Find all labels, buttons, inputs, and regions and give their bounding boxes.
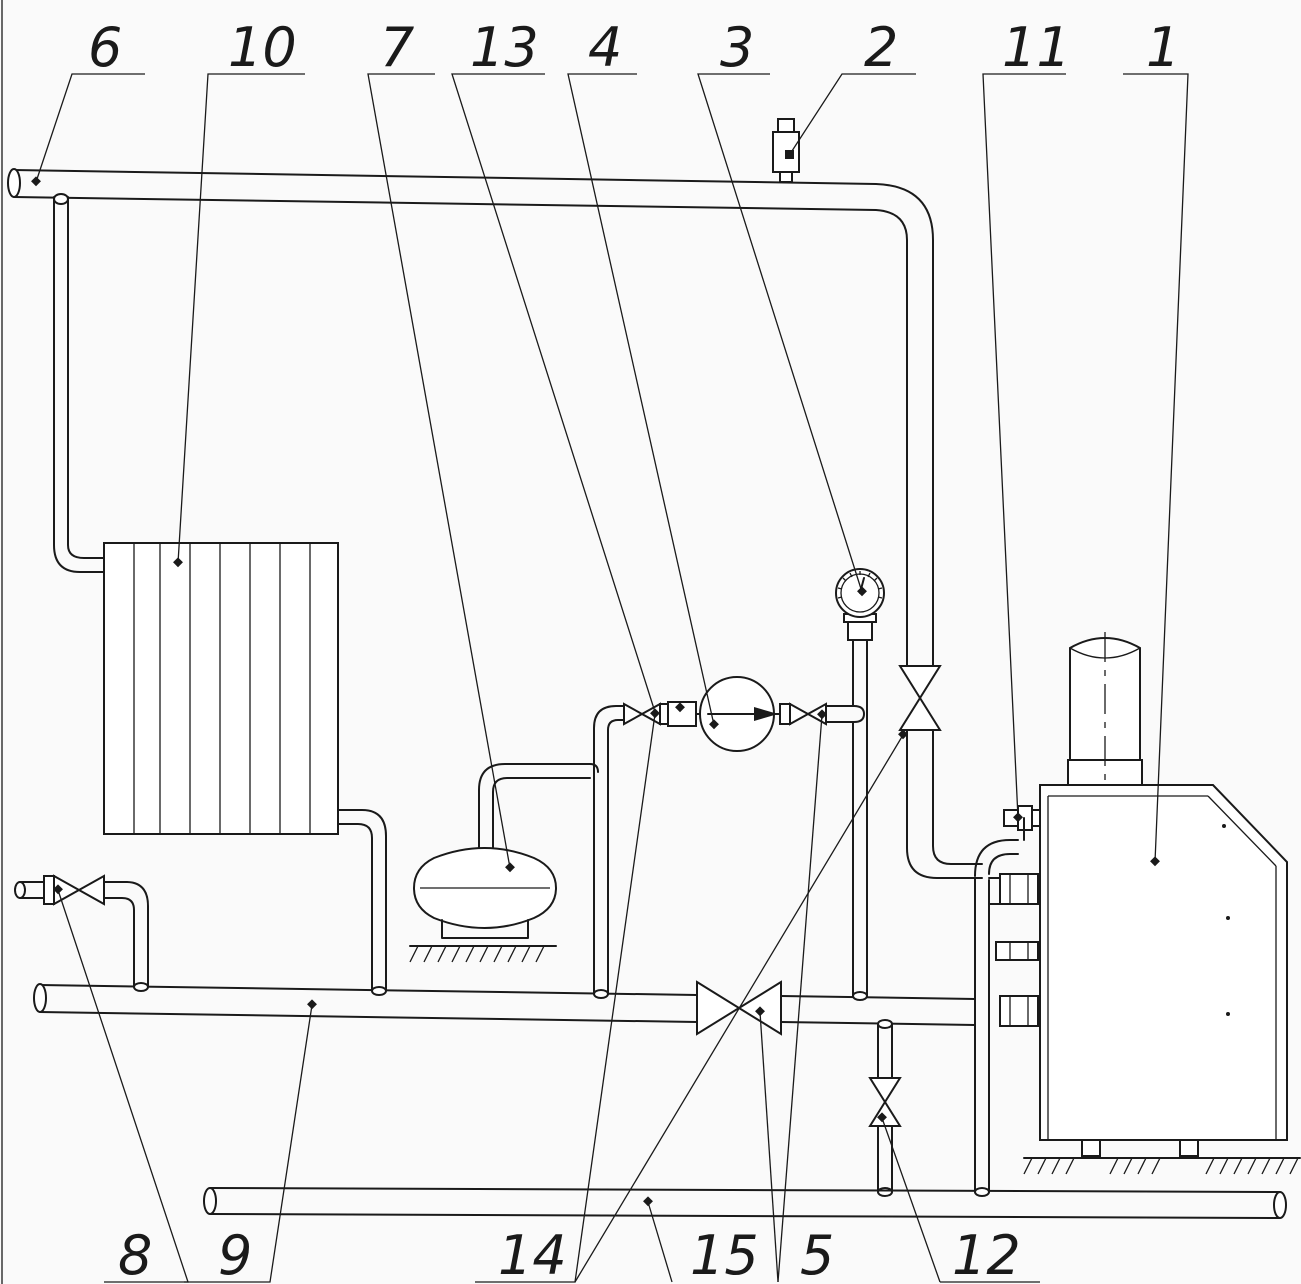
drain-pipe <box>203 1187 1287 1219</box>
label-15-drain-pipe: 15 <box>690 1224 759 1284</box>
pump-riser-pipe <box>852 639 868 1001</box>
label-6-supply-pipe: 6 <box>88 16 122 79</box>
label-7-expansion-tank: 7 <box>380 16 414 79</box>
safety-valve <box>1003 805 1041 841</box>
pump-shutoff-valve-left <box>623 702 669 726</box>
label-9-return-pipe: 9 <box>218 1224 252 1284</box>
pump-branch-pipe <box>593 705 625 995</box>
label-2-air-vent: 2 <box>864 16 898 79</box>
label-14-pump-shutoff-valves: 14 <box>498 1224 567 1284</box>
supply-pipe <box>7 168 934 667</box>
expansion-tank <box>409 763 599 963</box>
pressure-gauge <box>835 568 885 641</box>
boiler <box>1023 632 1301 1175</box>
label-8-fill-valve: 8 <box>118 1224 152 1284</box>
circulation-pump <box>699 676 781 752</box>
label-10-radiator: 10 <box>228 16 297 79</box>
radiator <box>103 542 339 835</box>
boiler-connection-pipes <box>974 839 1019 1197</box>
label-13-filter: 13 <box>470 16 539 79</box>
boiler-nozzles <box>988 873 1039 1027</box>
label-4-circulation-pump: 4 <box>588 16 622 79</box>
label-5-bypass-valves: 5 <box>800 1224 834 1284</box>
label-3-pressure-gauge: 3 <box>720 16 754 79</box>
drain-valve <box>868 1019 902 1197</box>
label-11-safety-valve: 11 <box>1002 16 1071 79</box>
radiator-return-pipe <box>337 809 387 991</box>
air-vent <box>772 118 800 183</box>
fill-valve <box>14 874 149 992</box>
label-12-drain-valve: 12 <box>952 1224 1021 1284</box>
return-pipe <box>33 983 976 1026</box>
label-1-boiler: 1 <box>1146 16 1180 79</box>
radiator-supply-drop <box>53 193 105 573</box>
leader-lines <box>35 73 1189 1283</box>
supply-shutoff-valve <box>898 665 983 879</box>
leader-markers <box>31 150 1160 1207</box>
filter <box>667 701 703 727</box>
